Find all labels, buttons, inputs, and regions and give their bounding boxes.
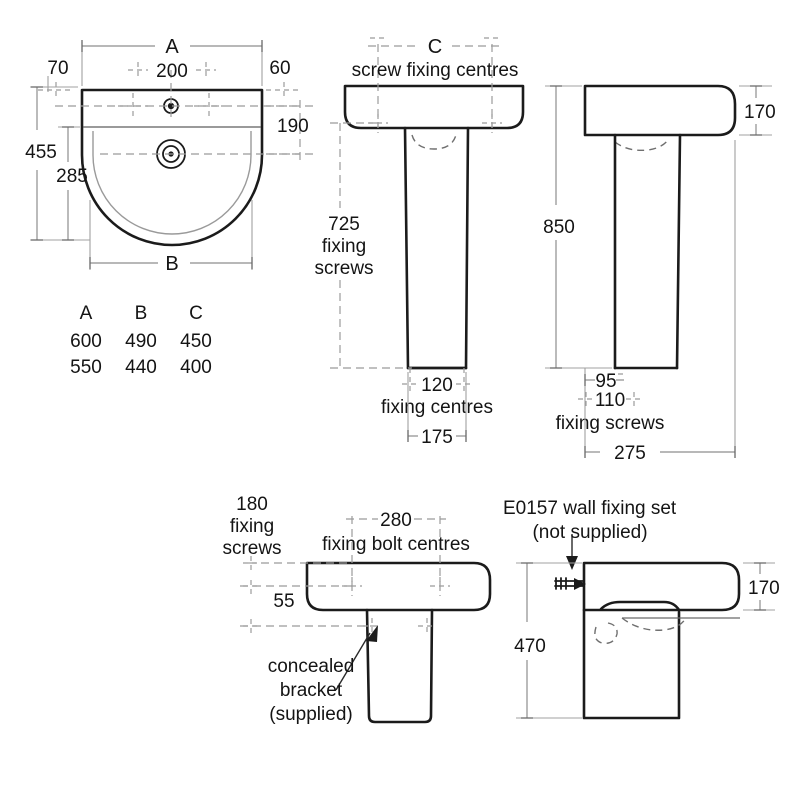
dim-plan-70: 70	[47, 58, 68, 79]
plan-bowl-inner	[92, 131, 252, 235]
dim-plan-tap-centres: 200	[128, 61, 216, 82]
dim-front-175: 175	[421, 427, 453, 448]
dim-wallfix-470: 470	[514, 636, 546, 657]
front-elevation-view: C screw fixing centres 725 fixing screws…	[314, 36, 525, 448]
bracket-fixing-screws-line1: fixing	[230, 516, 274, 537]
dim-side-fixing-screws-depth: 110 fixing screws	[556, 390, 665, 434]
dim-front-pedestal-base-width: 175	[407, 372, 467, 448]
bracket-bolt-centres-caption: fixing bolt centres	[322, 534, 470, 555]
dim-plan-overall-width: A	[81, 36, 263, 86]
bracket-fixing-screws-line2: screws	[222, 538, 281, 559]
dim-side-95: 95	[595, 371, 616, 392]
dim-plan-A-label: A	[165, 36, 179, 58]
size-table-r0-c: 450	[180, 331, 212, 352]
front-screw-centres-caption: screw fixing centres	[352, 60, 519, 81]
size-table-r0-b: 490	[125, 331, 157, 352]
dim-side-850: 850	[543, 217, 575, 238]
wallfix-kit-line2: (not supplied)	[532, 522, 647, 543]
dim-front-pedestal-fixing-centres: 120 fixing centres	[381, 368, 493, 418]
dim-plan-60: 60	[269, 58, 290, 79]
size-table-r1-a: 550	[70, 357, 102, 378]
dim-side-275: 275	[614, 443, 646, 464]
front-fixing-screws-line1: fixing	[322, 236, 366, 257]
bracket-pedestal-outline	[365, 608, 434, 724]
dim-plan-285: 285	[56, 166, 88, 187]
dim-plan-190: 190	[277, 116, 309, 137]
side-pedestal-right	[675, 133, 682, 370]
dim-bracket-180: 180	[236, 494, 268, 515]
plan-tap-hole-centre	[167, 102, 175, 110]
front-basin-outline	[343, 84, 525, 130]
dim-side-basin-depth: 275	[584, 140, 736, 464]
dim-front-725: 725	[328, 214, 360, 235]
dim-plan-B-label: B	[165, 253, 178, 275]
bracket-mark-right	[418, 618, 436, 634]
dim-plan-left-offset: 70	[38, 58, 70, 99]
size-table-r1-c: 400	[180, 357, 212, 378]
size-table-r0-a: 600	[70, 331, 102, 352]
bracket-callout-arrowhead	[366, 625, 378, 642]
dim-front-fixing-screws-height: 725 fixing screws	[314, 122, 412, 369]
bracket-callout: concealed bracket (supplied)	[268, 625, 378, 725]
dim-plan-right-offset: 60	[266, 58, 300, 99]
bracket-callout-line1: concealed	[268, 656, 355, 677]
dim-bracket-drop: 55	[240, 580, 372, 633]
dim-plan-rim-depth: 190	[266, 100, 318, 160]
bracket-callout-line3: (supplied)	[269, 704, 352, 725]
dim-bracket-bolt-centres: 280 fixing bolt centres	[322, 510, 470, 586]
wallfix-kit-line1: E0157 wall fixing set	[503, 498, 677, 519]
size-table-header-b: B	[135, 303, 148, 324]
dim-side-overall-height: 850	[543, 85, 612, 369]
dim-side-110: 110	[595, 390, 625, 411]
wallfix-hidden-detail-right	[621, 617, 687, 631]
size-table-r1-b: 440	[125, 357, 157, 378]
dim-wallfix-basin-height: 170	[743, 562, 780, 611]
dim-bracket-55: 55	[273, 591, 294, 612]
dim-wallfix-fixing-height: 470	[514, 562, 582, 719]
side-basin-outline	[583, 84, 737, 137]
bracket-basin-outline	[305, 561, 492, 612]
size-table-header-a: A	[80, 303, 93, 324]
wallfix-support-outline	[582, 608, 681, 720]
size-table: A B C 600 490 450 550 440 400	[70, 303, 212, 378]
wallfix-hidden-detail-left	[594, 622, 618, 644]
dim-front-C-label: C	[428, 36, 442, 58]
dim-plan-bowl-depth: 285	[56, 126, 88, 241]
wallfix-basin-outline	[582, 561, 741, 612]
dim-bracket-fixing-screws: 180 fixing screws	[222, 494, 352, 571]
front-fixing-screws-line2: screws	[314, 258, 373, 279]
size-table-header-c: C	[189, 303, 203, 324]
dim-plan-455: 455	[25, 142, 57, 163]
wallfix-support-top	[599, 600, 681, 612]
plan-basin-outline	[80, 88, 264, 247]
front-basin-underside-hidden	[411, 134, 457, 150]
dim-side-pedestal-front: 95	[584, 368, 624, 392]
side-fixing-screws-caption: fixing screws	[556, 413, 665, 434]
dim-plan-200: 200	[156, 61, 188, 82]
plan-view: A 200 70 60 190	[25, 36, 318, 275]
front-fixing-centres-caption: fixing centres	[381, 397, 493, 418]
bracket-callout-line2: bracket	[280, 680, 343, 701]
dim-plan-bowl-width: B	[89, 200, 253, 275]
dim-side-basin-height: 170	[739, 85, 776, 136]
dim-wallfix-170: 170	[748, 578, 780, 599]
dim-front-120: 120	[421, 375, 453, 396]
side-basin-underside-hidden	[614, 139, 669, 152]
dim-front-screw-centres: C screw fixing centres	[352, 36, 519, 128]
dim-plan-overall-depth: 455	[25, 86, 90, 241]
dim-side-170: 170	[744, 102, 776, 123]
wall-fixing-bolt-icon	[554, 577, 586, 590]
bracket-elevation-view: 280 fixing bolt centres 180 fixing screw…	[222, 494, 492, 725]
side-elevation-view: 170 850 95 110 fixing s	[543, 84, 776, 464]
dim-bracket-280: 280	[380, 510, 412, 531]
wall-fixing-view: E0157 wall fixing set (not supplied) 170…	[503, 498, 780, 720]
